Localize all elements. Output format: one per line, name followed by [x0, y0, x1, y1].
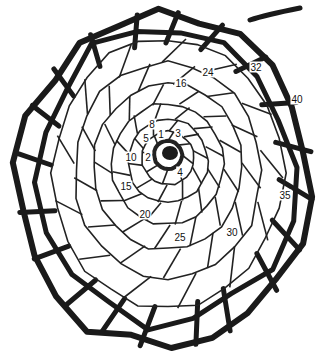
- cell-wall: [120, 246, 145, 263]
- cell-wall: [163, 249, 180, 278]
- cell-wall: [82, 127, 96, 152]
- cell-wall: [168, 132, 174, 141]
- outer-tissue-network: [250, 8, 300, 20]
- outer-tissue-network: [91, 35, 100, 67]
- primordium-number: 20: [138, 209, 151, 220]
- outer-tissue-network: [223, 289, 230, 331]
- primordium-number: 40: [290, 94, 303, 105]
- outer-tissue-network: [13, 9, 312, 348]
- cell-wall: [207, 93, 234, 97]
- cell-wall: [94, 162, 113, 174]
- outer-tissue-network: [54, 69, 74, 96]
- cell-wall: [128, 119, 208, 202]
- outer-tissue-network: [257, 254, 277, 291]
- cell-wall: [123, 276, 151, 298]
- cell-wall: [122, 219, 144, 232]
- cell-wall: [134, 115, 137, 133]
- primordium-number: 35: [278, 190, 291, 201]
- cell-wall: [119, 44, 131, 77]
- cell-wall: [175, 201, 182, 225]
- cell-wall: [129, 96, 131, 120]
- cell-wall: [153, 84, 164, 105]
- primordium-number: 8: [148, 119, 156, 130]
- apex-center: [162, 146, 178, 160]
- primordium-number: 24: [201, 67, 214, 78]
- cell-wall: [146, 165, 158, 172]
- primordium-number: 3: [174, 128, 182, 139]
- primordium-number: 32: [249, 62, 262, 73]
- cell-wall: [57, 136, 74, 164]
- outer-tissue-network: [272, 220, 299, 250]
- cell-wall: [137, 179, 152, 188]
- outer-tissue-network: [166, 13, 178, 43]
- outer-tissue-network: [201, 25, 223, 49]
- cell-wall: [215, 197, 220, 226]
- cell-wall: [155, 225, 171, 249]
- primordium-number: 4: [176, 167, 184, 178]
- cell-wall: [224, 169, 239, 192]
- cell-wall: [194, 127, 213, 129]
- primordium-number: 30: [225, 227, 238, 238]
- cell-wall: [94, 83, 242, 249]
- cell-wall: [207, 168, 219, 187]
- cell-wall: [142, 131, 194, 185]
- primordium-number: 25: [173, 232, 186, 243]
- cell-wall: [242, 163, 261, 188]
- outer-tissue-network: [19, 154, 51, 165]
- cell-wall: [109, 86, 110, 116]
- primordium-number: 10: [124, 152, 137, 163]
- cell-wall: [192, 167, 201, 184]
- outer-tissue-network: [102, 299, 125, 332]
- cell-wall: [208, 233, 214, 268]
- outer-tissue-network: [35, 32, 298, 330]
- cell-wall: [74, 178, 97, 191]
- cell-wall: [79, 255, 110, 259]
- cell-wall: [101, 200, 124, 202]
- outer-tissue-network: [196, 302, 198, 345]
- outer-tissue-network: [32, 106, 59, 127]
- primordium-number: 2: [144, 152, 152, 163]
- cell-wall: [105, 124, 115, 145]
- primordium-number: 5: [142, 133, 150, 144]
- outer-tissue-network: [66, 280, 96, 305]
- primordium-number: 1: [157, 129, 165, 140]
- cell-wall: [220, 140, 241, 152]
- cell-wall: [260, 150, 283, 178]
- outer-tissue-network: [20, 211, 55, 213]
- cell-wall: [128, 164, 143, 166]
- cell-wall: [182, 180, 184, 200]
- cell-wall: [85, 79, 88, 114]
- cell-wall: [206, 147, 224, 157]
- cell-wall: [184, 134, 199, 137]
- primordium-number: 15: [119, 181, 132, 192]
- cell-wall: [179, 92, 198, 105]
- cell-wall: [190, 217, 196, 246]
- cell-wall: [162, 169, 168, 184]
- cell-wall: [123, 193, 142, 201]
- cell-wall: [88, 225, 115, 227]
- cell-wall: [113, 172, 131, 176]
- cell-wall: [182, 155, 193, 164]
- cell-wall: [199, 188, 202, 212]
- outer-tissue-network: [34, 246, 68, 259]
- cell-wall: [158, 185, 167, 202]
- cell-wall: [51, 41, 287, 307]
- outer-tissue-network: [140, 307, 155, 346]
- cell-wall: [178, 273, 196, 308]
- cell-wall: [111, 104, 224, 224]
- cell-wall: [204, 115, 227, 117]
- cell-wall: [178, 144, 190, 145]
- primordium-number: 16: [174, 78, 187, 89]
